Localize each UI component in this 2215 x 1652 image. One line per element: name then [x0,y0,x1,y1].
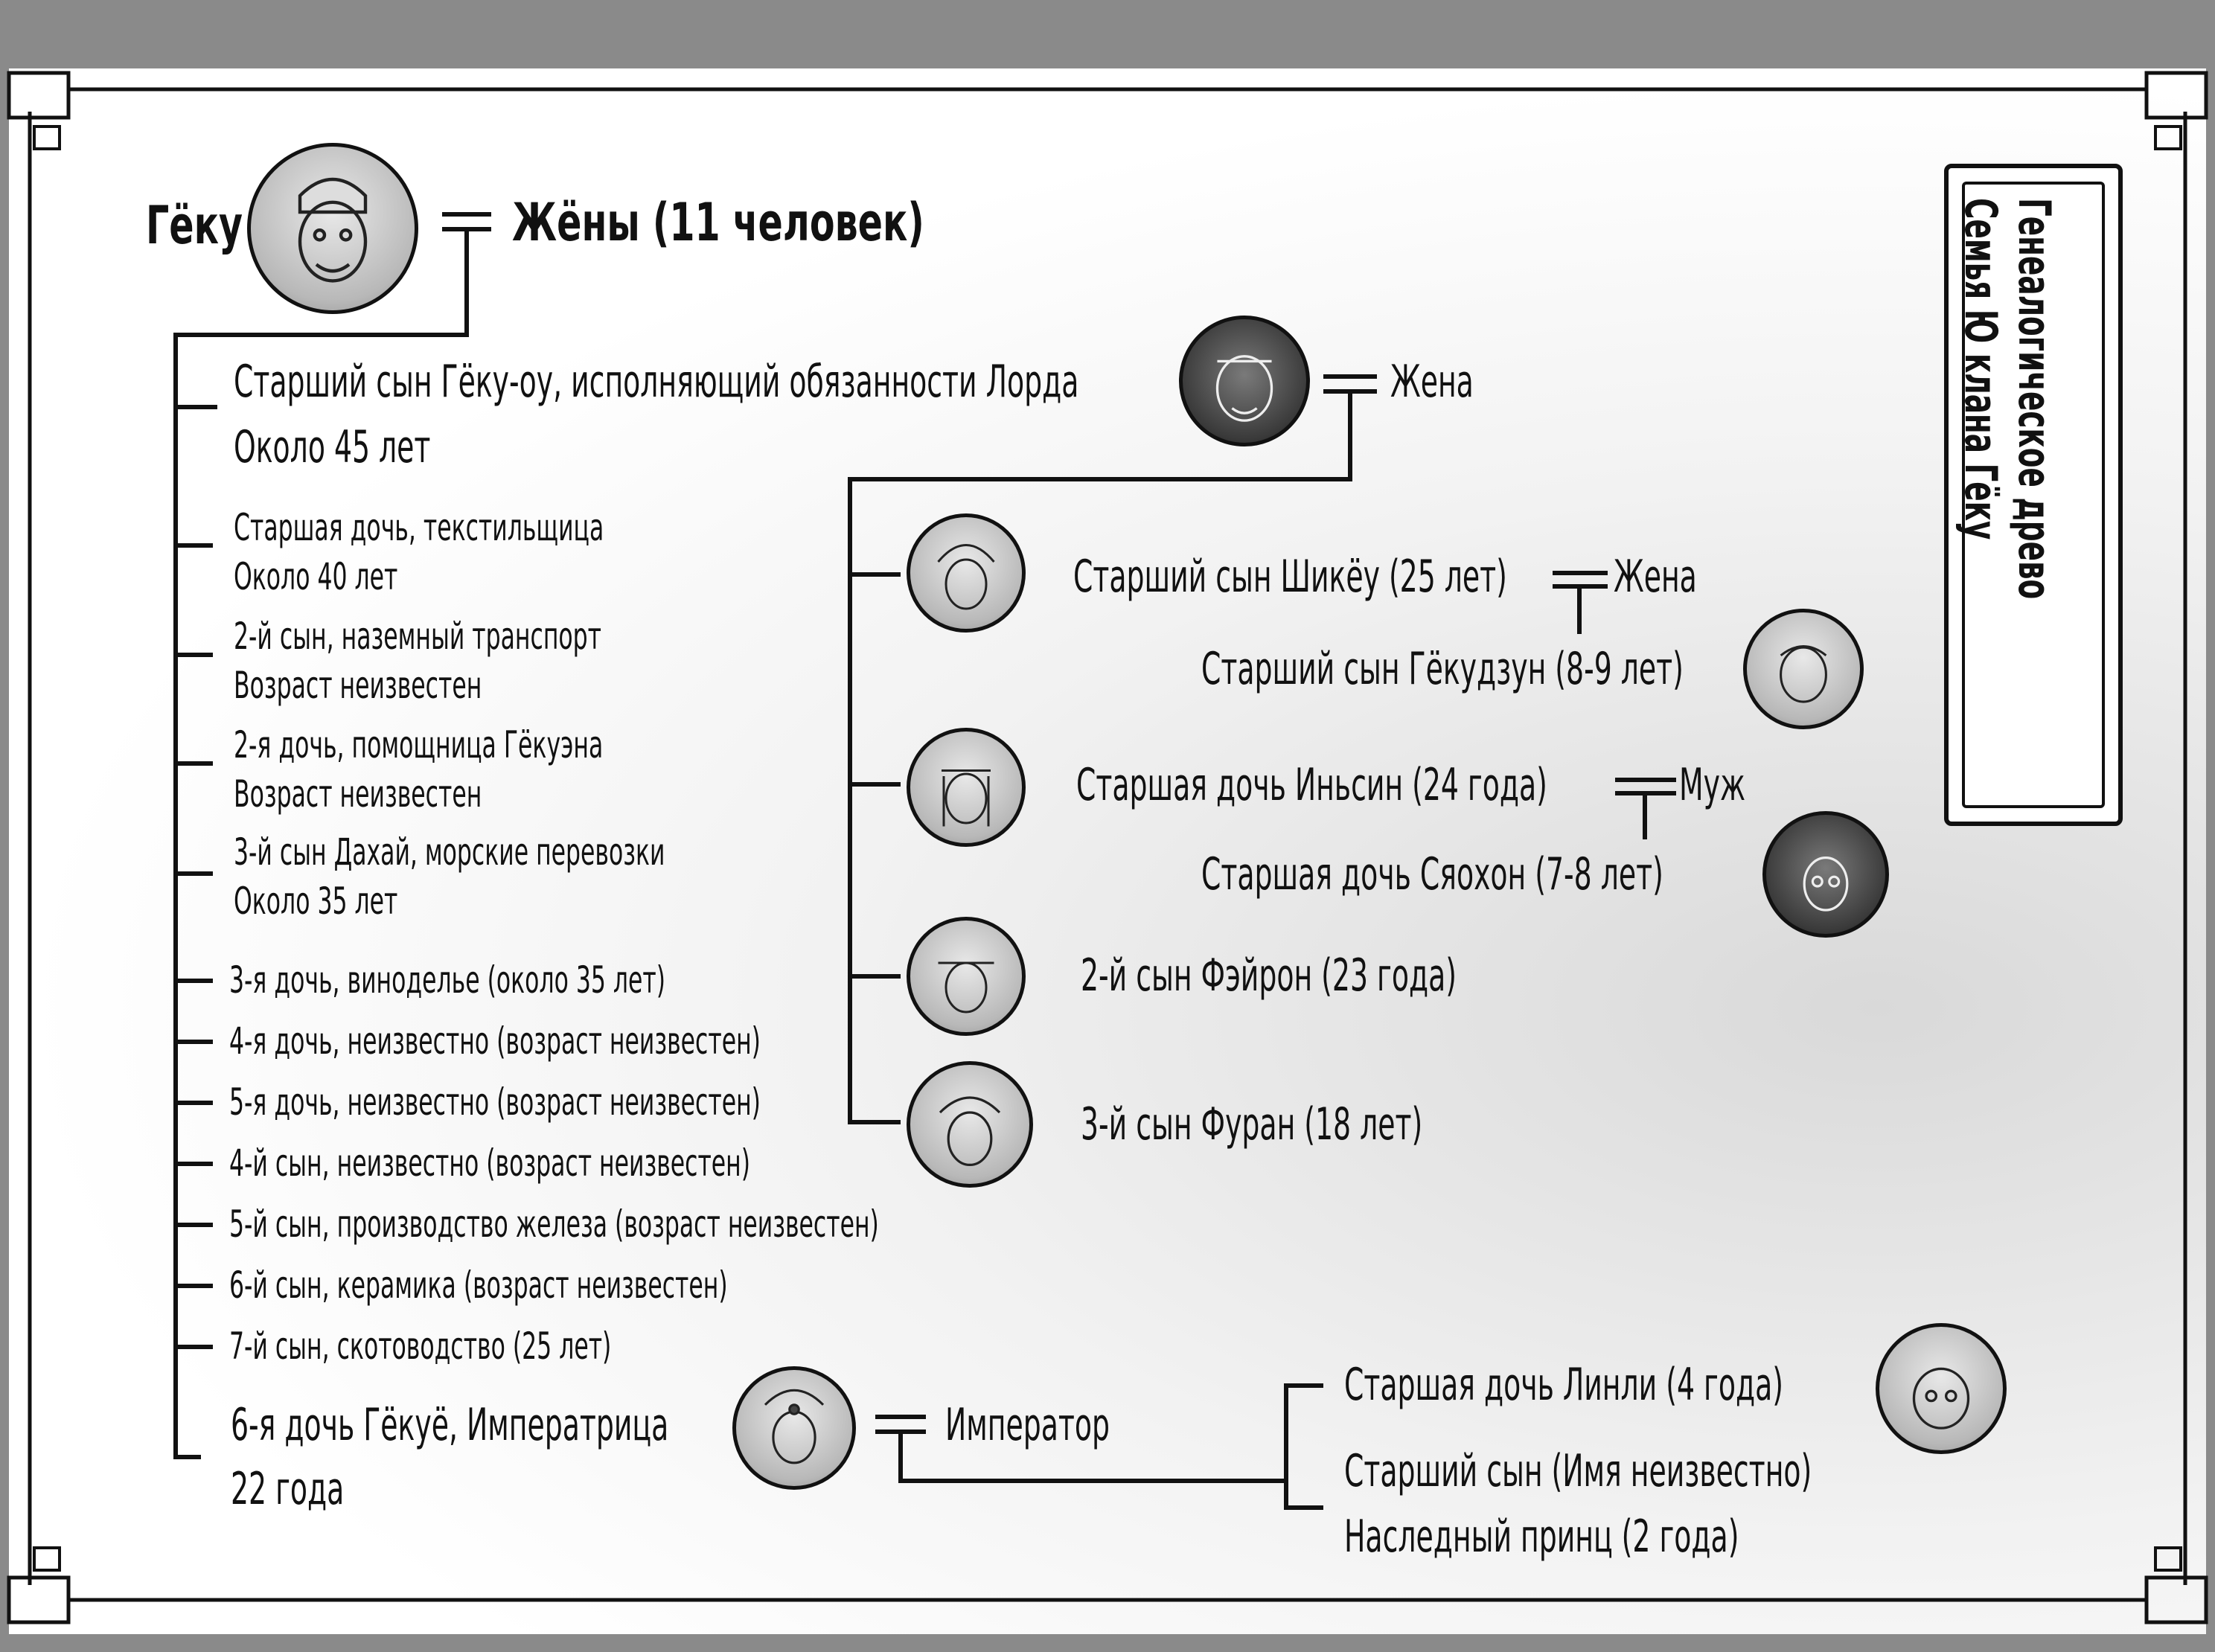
portrait-gyoku-ou [1179,316,1310,446]
child-11: 7-й сын, скотоводство (25 лет) [229,1325,612,1368]
portrait-linli [1876,1323,2007,1454]
child-1-line1: Старшая дочь, текстильщица [234,506,604,549]
child-9: 5-й сын, производство железа (возраст не… [229,1203,879,1246]
gc-furan: 3-й сын Фуран (18 лет) [1081,1098,1423,1150]
portrait-feiron [907,917,1026,1036]
child-5: 3-я дочь, виноделье (около 35 лет) [229,958,666,1002]
child-eldest-son-title: Старший сын Гёку-оу, исполняющий обязанн… [234,356,1079,408]
child-empress-title: 6-я дочь Гёкуё, Императрица [231,1399,669,1451]
child-6: 4-я дочь, неизвестно (возраст неизвестен… [229,1019,761,1063]
gc-linli: Старшая дочь Линли (4 года) [1344,1359,1783,1411]
gc-yinxin-spouse: Муж [1679,759,1746,811]
title-box-inner [1962,182,2105,808]
child-4-line2: Около 35 лет [234,880,398,923]
gc-feiron: 2-й сын Фэйрон (23 года) [1081,950,1457,1002]
child-4-line1: 3-й сын Дахай, морские перевозки [234,830,665,874]
child-2-line2: Возраст неизвестен [234,664,482,707]
gc-yinxin: Старшая дочь Иньсин (24 года) [1076,759,1547,811]
root-name: Гёку [146,195,243,256]
title-line2: Семья Ю клана Гёку [1954,198,2007,540]
child-empress-spouse: Император [945,1399,1110,1451]
ggc-syaohon: Старшая дочь Сяохон (7-8 лет) [1201,848,1663,900]
child-7: 5-я дочь, неизвестно (возраст неизвестен… [229,1080,761,1124]
portrait-syaohon [1762,811,1889,938]
child-1-line2: Около 40 лет [234,555,398,598]
portrait-gyoku [247,143,418,314]
title-box: Генеалогическое древо Семья Ю клана Гёку [1944,164,2123,826]
child-3-line1: 2-я дочь, помощница Гёкуэна [234,723,604,766]
portrait-shikyou [907,513,1026,633]
root-spouse: Жёны (11 человек) [512,192,924,253]
child-empress-age: 22 года [231,1463,345,1515]
child-eldest-son-age: Около 45 лет [234,421,431,473]
gc-prince-line2: Наследный принц (2 года) [1344,1511,1739,1563]
child-8: 4-й сын, неизвестно (возраст неизвестен) [229,1142,751,1185]
portrait-yinxin [907,728,1026,847]
top-border-band [0,0,2215,68]
bottom-border-band [0,1634,2215,1652]
gc-prince-line1: Старший сын (Имя неизвестно) [1344,1445,1812,1497]
gc-shikyou: Старший сын Шикёу (25 лет) [1073,551,1507,603]
child-10: 6-й сын, керамика (возраст неизвестен) [229,1264,728,1307]
title-line1: Генеалогическое древо [2008,198,2060,600]
right-border-band [2206,68,2215,1634]
child-3-line2: Возраст неизвестен [234,772,482,816]
child-eldest-son-spouse: Жена [1390,356,1474,408]
child-2-line1: 2-й сын, наземный транспорт [234,615,602,658]
portrait-gyokuyou [732,1366,856,1490]
left-border-band [0,68,9,1634]
ggc-gyokudzun: Старший сын Гёкудзун (8-9 лет) [1201,643,1684,695]
gc-shikyou-spouse: Жена [1614,551,1697,603]
portrait-furan [907,1061,1033,1188]
portrait-gyokudzun [1743,609,1864,729]
